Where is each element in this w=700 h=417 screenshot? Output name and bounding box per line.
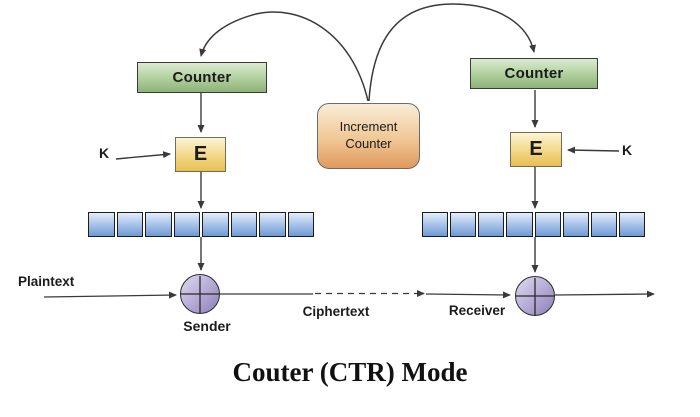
register-cell: [422, 212, 449, 237]
key-label-left: K: [99, 145, 110, 161]
register-right: [422, 212, 645, 237]
register-cell: [618, 212, 645, 237]
ciphertext-label: Ciphertext: [302, 304, 370, 319]
ciphertext-into-right-xor-arrow: [425, 291, 511, 299]
plaintext-label: Plaintext: [18, 274, 75, 289]
sender-label: Sender: [183, 318, 231, 334]
plaintext-arrow: [43, 291, 177, 299]
register-cell: [145, 212, 172, 237]
register-cell: [173, 212, 200, 237]
register-cell: [534, 212, 561, 237]
key-label-right: K: [622, 142, 633, 158]
encrypt-left-label: E: [193, 143, 208, 165]
register-cell: [259, 212, 286, 237]
register-cell: [88, 212, 115, 237]
register-cell: [202, 212, 229, 237]
receiver-label: Receiver: [448, 303, 506, 318]
xor-circle-left: [180, 274, 220, 314]
register-cell: [287, 212, 314, 237]
encrypt-box-left: E: [175, 137, 226, 172]
encrypt-box-right: E: [510, 132, 562, 167]
encrypt-right-label: E: [529, 138, 543, 160]
counter-right-label: Counter: [504, 65, 564, 82]
register-cell: [116, 212, 143, 237]
plaintext-output-arrow: [554, 290, 655, 298]
diagram-title: Couter (CTR) Mode: [232, 357, 468, 387]
counter-left-label: Counter: [172, 69, 232, 86]
counter-box-right: Counter: [470, 58, 598, 89]
increment-counter-box: Increment Counter: [317, 103, 420, 169]
register-cell: [478, 212, 505, 237]
register-cell: [450, 212, 477, 237]
counter-box-left: Counter: [137, 62, 267, 93]
register-cell: [506, 212, 533, 237]
increment-label-line1: Increment: [339, 119, 398, 135]
left-key-arrow: [115, 151, 171, 160]
register-cell: [230, 212, 257, 237]
xor-circle-right: [515, 276, 555, 316]
increment-label-line2: Counter: [345, 136, 392, 151]
register-left: [88, 212, 314, 237]
register-cell: [562, 212, 589, 237]
register-cell: [590, 212, 617, 237]
right-key-arrow: [567, 146, 620, 154]
